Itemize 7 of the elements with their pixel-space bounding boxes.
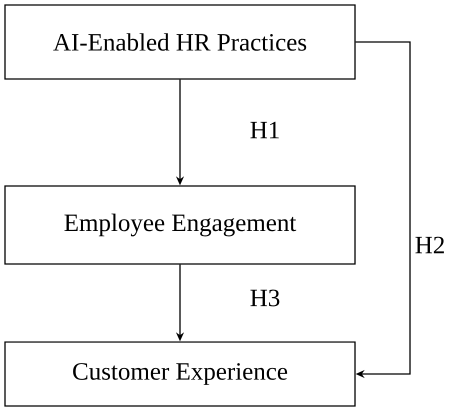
process-box: Customer Experience: [4, 341, 356, 407]
edge-label: H2: [412, 234, 448, 256]
process-box: AI-Enabled HR Practices: [4, 4, 356, 80]
edge-label: H1: [248, 120, 282, 140]
edge-label: H3: [248, 288, 282, 308]
arrow: [356, 41, 411, 378]
process-box: Employee Engagement: [4, 185, 356, 265]
